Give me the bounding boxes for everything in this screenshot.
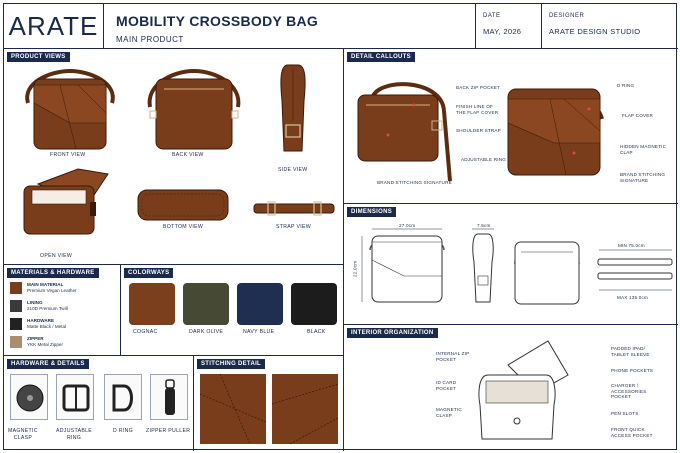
section-title: INTERIOR ORGANIZATION xyxy=(347,328,438,338)
title-block: MOBILITY CROSSBODY BAG MAIN PRODUCT xyxy=(104,4,476,49)
interior-bag-drawing xyxy=(478,340,569,440)
side-view-drawing xyxy=(280,64,306,152)
front-view-drawing xyxy=(25,68,115,150)
open-view-label: OPEN VIEW xyxy=(40,253,73,259)
date-block: DATE MAY, 2026 xyxy=(476,4,542,49)
dimensions-panel: DIMENSIONS 27.0cm 22.0cm 7.5cm MIN xyxy=(344,204,678,325)
callout-adjustable-ring: ADJUSTABLE RING xyxy=(461,157,507,162)
zipper-puller-label: ZIPPER PULLER xyxy=(146,428,191,434)
section-title: DIMENSIONS xyxy=(347,207,397,217)
callout-d-ring: D RING xyxy=(617,83,635,88)
callout-hidden-clasp: HIDDEN MAGNETIC CLAP xyxy=(620,144,667,155)
back-view-drawing xyxy=(147,68,241,150)
magnetic-clasp-tile xyxy=(10,374,48,420)
product-views-panel: PRODUCT VIEWS FRONT VIEW BACK VIEW SIDE … xyxy=(4,49,344,265)
section-title: COLORWAYS xyxy=(124,268,174,278)
adjustable-ring-icon xyxy=(62,384,90,412)
side-view-label: SIDE VIEW xyxy=(278,167,308,173)
callout-tablet-sleeve: PADDED IPAD/TABLET SLEEVE xyxy=(611,346,650,357)
callout-brand-stitch-left: BRAND STITCHING SIGNATURE xyxy=(377,180,452,185)
colorway-label: DARK OLIVE xyxy=(189,329,224,335)
callout-brand-stitch-right: BRAND STITCHING SIGNATURE xyxy=(620,172,666,183)
strap-view-label: STRAP VIEW xyxy=(276,224,311,230)
bottom-view-label: BOTTOM VIEW xyxy=(163,224,204,230)
section-title: HARDWARE & DETAILS xyxy=(7,359,89,369)
callout-pen-slots: PEN SLOTS xyxy=(611,411,639,416)
section-title: DETAIL CALLOUTS xyxy=(347,52,415,62)
open-view-drawing xyxy=(23,168,109,235)
colorway-label: COGNAC xyxy=(133,329,158,335)
dimension-side-drawing xyxy=(472,228,494,303)
material-swatch xyxy=(10,336,22,348)
material-swatch xyxy=(10,282,22,294)
designer-value: ARATE DESIGN STUDIO xyxy=(549,27,641,36)
back-view-label: BACK VIEW xyxy=(172,152,204,158)
d-ring-icon xyxy=(112,384,133,412)
depth-dimension: 7.5cm xyxy=(477,223,491,228)
material-swatch xyxy=(10,300,22,312)
d-ring-label: D RING xyxy=(113,428,133,434)
callout-back-zip: BACK ZIP POCKET xyxy=(456,85,501,90)
callout-shoulder-strap: SHOULDER STRAP xyxy=(456,128,501,133)
height-dimension: 22.0cm xyxy=(352,260,358,277)
colorway-swatch xyxy=(237,283,283,325)
strap-view-drawing xyxy=(253,201,335,216)
brand-logo: ARATE xyxy=(4,4,104,49)
callout-right-bag xyxy=(507,88,604,176)
page-subtitle: MAIN PRODUCT xyxy=(116,35,184,44)
colorway-label: NAVY BLUE xyxy=(243,329,275,335)
page-title: MOBILITY CROSSBODY BAG xyxy=(116,13,319,29)
designer-block: DESIGNER ARATE DESIGN STUDIO xyxy=(542,4,678,49)
callout-left-bag xyxy=(357,82,452,182)
zipper-puller-tile xyxy=(150,374,188,420)
detail-callouts-panel: DETAIL CALLOUTS BACK ZIP POCKET FINISH L… xyxy=(344,49,678,204)
zipper-puller-icon xyxy=(165,379,175,415)
magnetic-clasp-icon xyxy=(16,384,44,412)
width-dimension: 27.0cm xyxy=(399,223,416,228)
callout-finish-line: FINISH LINE OF THE FLAP COVER xyxy=(456,104,499,115)
material-swatch xyxy=(10,318,22,330)
colorway-swatch xyxy=(291,283,337,325)
date-label: DATE xyxy=(483,13,501,19)
designer-label: DESIGNER xyxy=(549,13,585,19)
colorway-swatch xyxy=(129,283,175,325)
section-title: PRODUCT VIEWS xyxy=(7,52,70,62)
strap-min-dimension: MIN 75.0cm xyxy=(618,243,645,248)
section-title: MATERIALS & HARDWARE xyxy=(7,268,99,278)
stitching-panel: STITCHING DETAIL xyxy=(194,356,344,451)
stitching-detail-drawing xyxy=(199,373,339,445)
colorway-swatch xyxy=(183,283,229,325)
front-view-label: FRONT VIEW xyxy=(50,152,86,158)
bottom-view-drawing xyxy=(137,189,229,221)
date-value: MAY, 2026 xyxy=(483,27,522,36)
section-title: STITCHING DETAIL xyxy=(197,359,266,369)
strap-max-dimension: MAX 135.0cm xyxy=(617,295,649,300)
colorways-panel: COLORWAYS COGNAC DARK OLIVE NAVY BLUE BL… xyxy=(121,265,344,356)
adjustable-ring-tile xyxy=(56,374,94,420)
callout-phone-pockets: PHONE POCKETS xyxy=(611,368,654,373)
d-ring-tile xyxy=(104,374,142,420)
colorway-label: BLACK xyxy=(307,329,326,335)
dimension-back-drawing xyxy=(514,241,580,305)
callout-flap-cover: FLAP COVER xyxy=(622,113,654,118)
dimension-front-drawing xyxy=(361,228,445,303)
spec-sheet: ARATE MOBILITY CROSSBODY BAG MAIN PRODUC… xyxy=(3,3,678,451)
dimension-strap-drawing xyxy=(597,249,673,291)
